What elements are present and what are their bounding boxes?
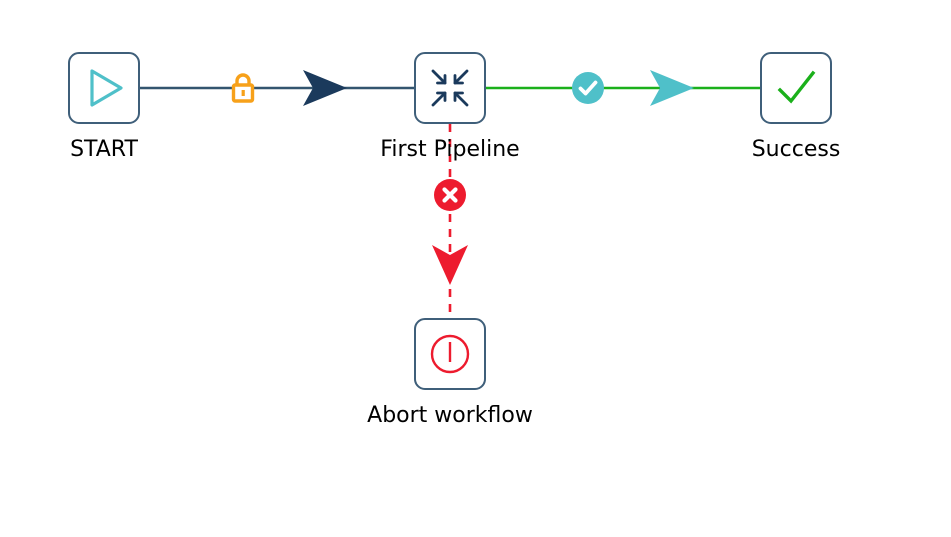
x-circle-icon[interactable]	[434, 179, 466, 211]
power-stop-icon	[430, 334, 470, 374]
collapse-arrows-icon	[431, 69, 469, 107]
arrowhead-icon	[650, 70, 694, 106]
node-label-start: START	[70, 137, 138, 162]
node-label-first-pipeline: First Pipeline	[380, 137, 520, 162]
arrowhead-down-icon	[432, 245, 468, 285]
lock-icon-glyph	[231, 73, 255, 103]
x-circle-icon-glyph	[434, 179, 466, 211]
arrowhead-icon	[303, 70, 347, 106]
node-label-success: Success	[751, 137, 841, 162]
node-first-pipeline[interactable]	[414, 52, 486, 124]
check-circle-icon-glyph	[572, 72, 604, 104]
check-circle-icon[interactable]	[572, 72, 604, 104]
node-label-abort-workflow: Abort workflow	[367, 403, 533, 428]
edge-start-to-pipeline[interactable]	[140, 70, 414, 106]
edge-pipeline-to-success[interactable]	[486, 70, 762, 106]
lock-icon[interactable]	[228, 70, 258, 106]
node-success[interactable]	[760, 52, 832, 124]
checkmark-icon	[777, 70, 816, 104]
node-start[interactable]	[68, 52, 140, 124]
node-abort-workflow[interactable]	[414, 318, 486, 390]
play-triangle-icon	[90, 69, 123, 107]
edge-pipeline-to-abort[interactable]	[432, 124, 468, 320]
